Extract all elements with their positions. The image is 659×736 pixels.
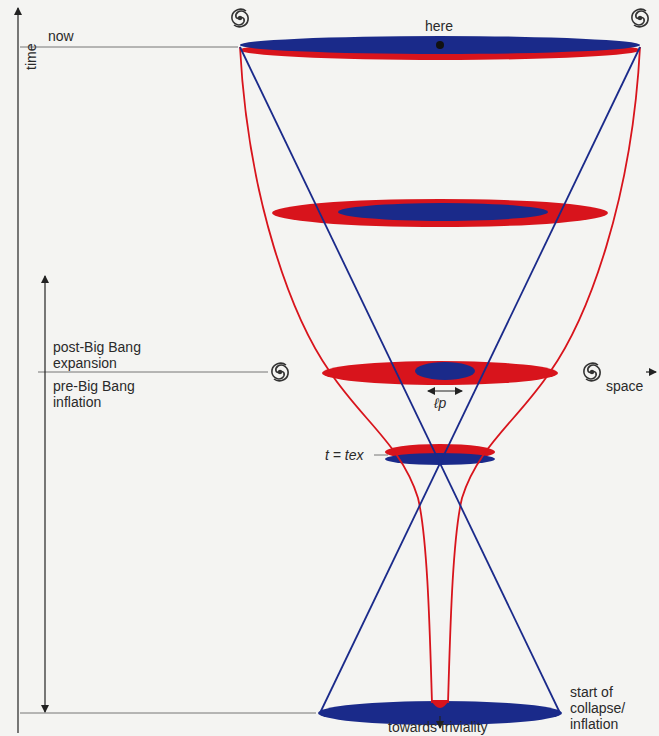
era-label: pre-Big Bang inflation — [53, 378, 163, 410]
time-marker: t = tex — [325, 447, 364, 463]
location-label: here — [425, 18, 453, 34]
axis-label: time — [23, 44, 39, 70]
note-label: start of collapse/ inflation — [570, 684, 656, 732]
era-label: post-Big Bang expansion — [53, 339, 163, 371]
note-label: towards triviality — [388, 719, 488, 735]
time-marker: now — [48, 28, 74, 44]
axis-label: space — [606, 378, 643, 394]
planck-length-label: ℓp — [434, 395, 446, 411]
